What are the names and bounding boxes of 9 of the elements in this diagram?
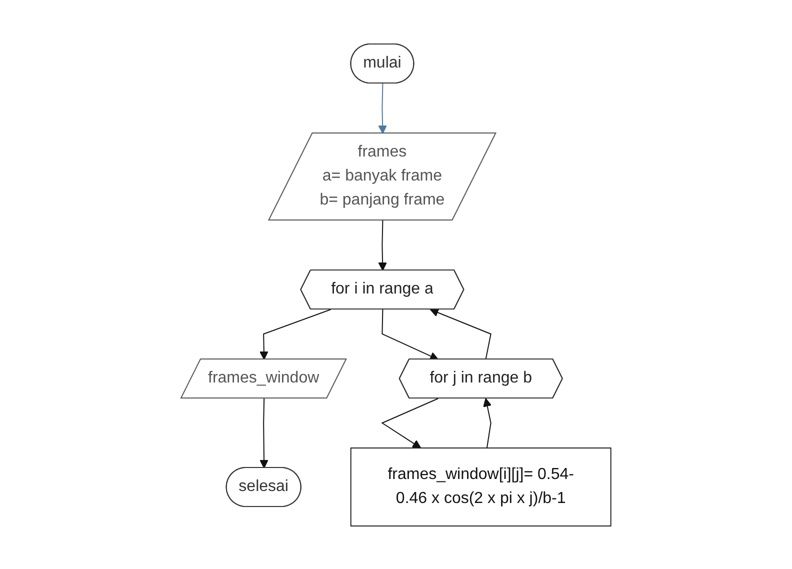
arrow xyxy=(483,398,492,448)
arrow xyxy=(381,398,439,448)
arrow xyxy=(260,398,268,468)
arrow xyxy=(260,308,332,360)
arrow xyxy=(378,220,388,270)
arrow xyxy=(430,308,492,360)
arrow xyxy=(378,82,388,134)
arrow xyxy=(382,308,439,360)
node-box: frames_window[i][j]= 0.54-0.46 x cos(2 x pi x j)/b-1 xyxy=(350,446,612,526)
